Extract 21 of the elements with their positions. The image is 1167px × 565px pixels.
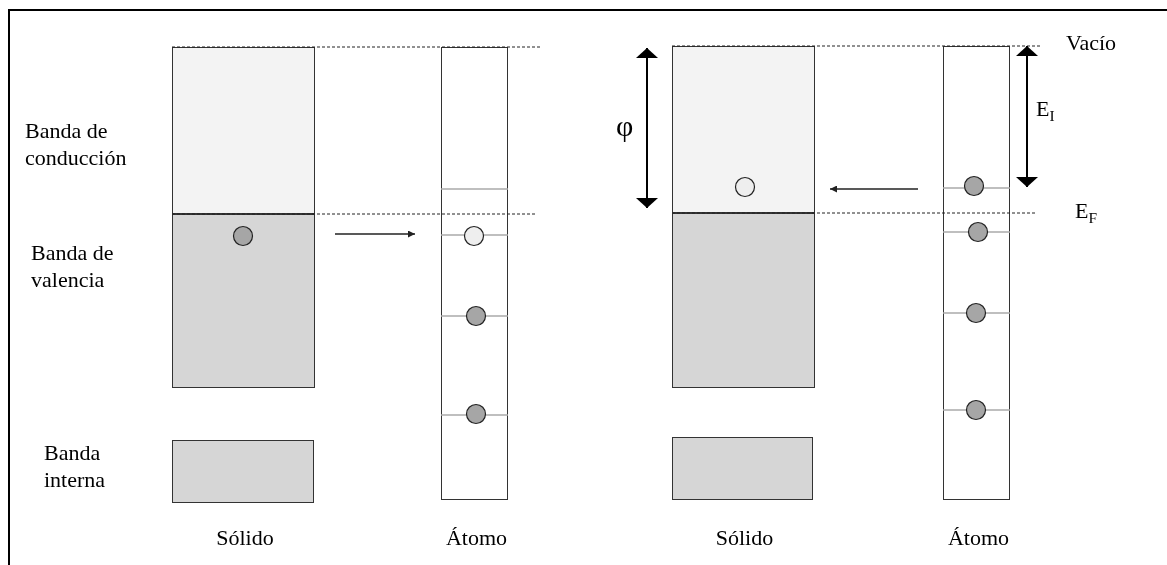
text-label: E$_{I}$ <box>1036 96 1055 123</box>
text-label: φ <box>616 108 634 144</box>
arrow <box>334 230 416 238</box>
conduction-band <box>172 47 315 214</box>
text-label: Banda de valencia <box>31 240 115 294</box>
atom-level-column <box>943 46 1010 500</box>
node-label: Sólido <box>216 525 274 552</box>
node-label: Átomo <box>445 525 508 552</box>
text-label: E$_{F}$ <box>1075 198 1097 225</box>
inner-band <box>672 437 813 500</box>
conduction-band <box>672 46 815 213</box>
inner-band <box>172 440 314 503</box>
valence-band <box>672 213 815 388</box>
text-label: Vacío <box>1066 30 1118 57</box>
text-label: Banda de conducción <box>25 118 128 172</box>
node-label: Sólido <box>715 525 774 552</box>
node-label: Átomo <box>947 525 1010 552</box>
text-label: Banda interna <box>44 440 107 494</box>
atom-level-column <box>441 47 508 500</box>
arrow <box>829 185 919 193</box>
valence-band <box>172 214 315 388</box>
